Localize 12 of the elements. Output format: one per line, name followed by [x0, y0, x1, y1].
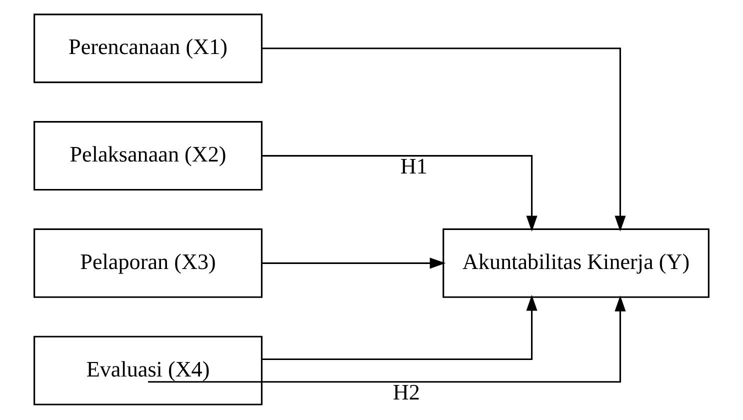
arrow [148, 296, 626, 383]
arrow [262, 294, 538, 360]
node-box: Pelaksanaan (X2) [34, 121, 263, 191]
arrow [262, 258, 446, 269]
node-box: Evaluasi (X4) [34, 336, 263, 406]
arrow [262, 154, 538, 232]
edge-label: H2 [392, 380, 420, 405]
node-box: Pelaporan (X3) [34, 228, 263, 298]
edge-label: H1 [400, 153, 428, 178]
node-box: Akuntabilitas Kinerja (Y) [442, 228, 710, 298]
node-box: Perencanaan (X1) [34, 14, 263, 84]
arrow [262, 48, 626, 232]
